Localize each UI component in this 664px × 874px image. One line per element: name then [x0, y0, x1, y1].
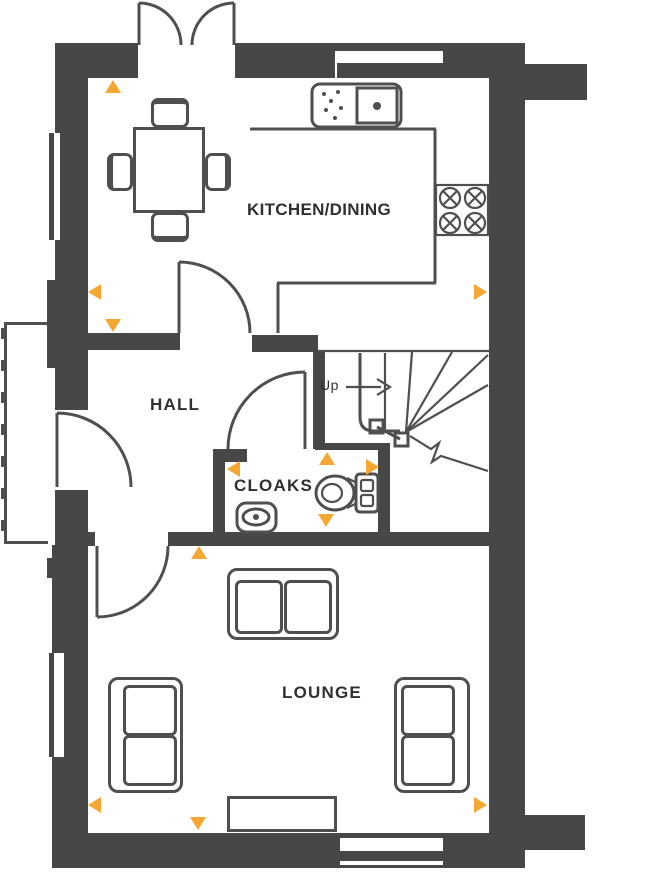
- window-inner-line: [340, 833, 443, 838]
- direction-marker-right: [366, 459, 379, 475]
- direction-marker-down: [105, 319, 121, 332]
- front-door-icon: [55, 411, 133, 488]
- worktop-lines: [250, 127, 437, 333]
- wall: [47, 280, 55, 368]
- wall: [378, 450, 390, 533]
- wall: [55, 43, 88, 133]
- room-label-kitchen-dining: KITCHEN/DINING: [247, 200, 391, 219]
- wall: [88, 532, 95, 546]
- porch-tick: [1, 392, 7, 403]
- wall: [88, 833, 340, 868]
- window-outer-line: [335, 43, 445, 51]
- direction-marker-down: [190, 817, 206, 830]
- direction-marker-up: [319, 452, 335, 465]
- direction-marker-down: [318, 514, 334, 527]
- window-outer-line: [49, 653, 54, 757]
- hob-icon: [434, 183, 490, 237]
- wall: [313, 352, 325, 449]
- wall: [47, 558, 52, 578]
- sofa-cushion: [235, 580, 283, 634]
- direction-marker-left: [227, 461, 240, 477]
- direction-marker-right: [474, 797, 487, 813]
- dining-chair: [107, 153, 133, 191]
- wall: [213, 449, 247, 462]
- stairs-up-label: Up: [320, 377, 339, 393]
- sofa: [394, 677, 470, 793]
- basin-icon: [235, 501, 278, 534]
- porch-tick: [1, 424, 7, 435]
- porch-outline: [4, 541, 48, 544]
- porch-tick: [1, 328, 7, 339]
- dining-table: [133, 127, 205, 213]
- lounge-door-icon: [95, 545, 170, 619]
- porch-tick: [1, 456, 7, 467]
- window-inner-line: [64, 653, 88, 757]
- window-inner-line: [60, 133, 88, 240]
- direction-marker-up: [105, 80, 121, 93]
- direction-marker-left: [88, 797, 101, 813]
- sofa-cushion: [401, 685, 455, 736]
- direction-marker-up: [191, 546, 207, 559]
- sofa-cushion: [401, 735, 455, 786]
- window-outer-line: [340, 851, 443, 861]
- wall: [252, 335, 318, 352]
- window-outer-line: [340, 865, 443, 868]
- chimney-projection: [525, 64, 587, 100]
- direction-marker-right: [474, 284, 487, 300]
- window-inner-line: [337, 63, 443, 78]
- wall: [168, 532, 489, 546]
- wall: [213, 449, 225, 533]
- wall: [443, 833, 489, 868]
- porch-outline: [4, 322, 48, 325]
- wall: [88, 333, 180, 350]
- dining-chair: [151, 212, 189, 242]
- porch-tick: [1, 360, 7, 371]
- staircase-icon: [318, 349, 489, 473]
- chimney-projection: [525, 815, 585, 850]
- room-label-lounge: LOUNGE: [282, 683, 362, 702]
- sofa: [108, 677, 183, 793]
- window-outer-line: [49, 133, 54, 240]
- wall: [52, 757, 88, 868]
- porch-tick: [1, 488, 7, 499]
- wall: [52, 545, 88, 653]
- wall: [235, 43, 335, 78]
- wall: [489, 43, 525, 868]
- sofa: [227, 568, 339, 640]
- dining-chair: [151, 98, 189, 128]
- wall: [55, 240, 88, 410]
- wall: [315, 443, 390, 450]
- sofa-cushion: [284, 580, 332, 634]
- porch-tick: [1, 520, 7, 531]
- dining-chair: [205, 153, 231, 191]
- room-label-hall: HALL: [150, 395, 201, 414]
- room-label-cloaks: CLOAKS: [234, 476, 313, 495]
- direction-marker-left: [88, 284, 101, 300]
- sofa-cushion: [123, 735, 177, 786]
- tv-unit: [227, 796, 337, 832]
- cloaks-door-icon: [226, 370, 307, 450]
- toilet-icon: [314, 472, 380, 514]
- wall: [55, 490, 88, 545]
- kitchen-door-icon: [177, 260, 252, 334]
- sofa-cushion: [123, 685, 177, 736]
- french-doors-icon: [137, 1, 236, 46]
- sink-icon: [310, 82, 403, 129]
